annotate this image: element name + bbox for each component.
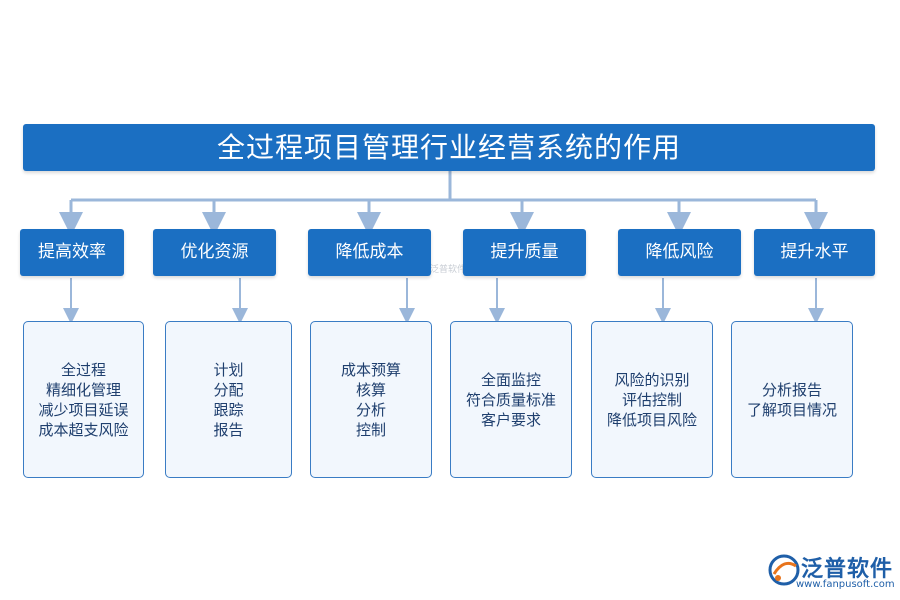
detail-item: 客户要求 bbox=[480, 410, 541, 429]
detail-card: 分析报告了解项目情况 bbox=[731, 321, 853, 478]
detail-item: 计划 bbox=[213, 360, 244, 379]
category-box: 提升水平 bbox=[754, 229, 875, 276]
category-box: 降低成本 bbox=[308, 229, 431, 276]
watermark: 泛普软件 bbox=[430, 265, 467, 275]
category-box: 优化资源 bbox=[153, 229, 276, 276]
detail-card: 计划分配跟踪报告 bbox=[165, 321, 292, 478]
logo-url: www.fanpusoft.com bbox=[796, 579, 895, 590]
detail-item: 跟踪 bbox=[213, 400, 244, 419]
detail-card: 风险的识别评估控制降低项目风险 bbox=[591, 321, 713, 478]
detail-item: 控制 bbox=[355, 420, 386, 439]
detail-card: 全过程精细化管理减少项目延误成本超支风险 bbox=[23, 321, 144, 478]
detail-card: 全面监控符合质量标准客户要求 bbox=[450, 321, 572, 478]
category-box: 降低风险 bbox=[618, 229, 741, 276]
fanpu-logo-icon bbox=[768, 554, 800, 586]
detail-item: 成本超支风险 bbox=[38, 420, 129, 439]
detail-item: 全面监控 bbox=[480, 370, 541, 389]
detail-item: 全过程 bbox=[60, 360, 106, 379]
detail-item: 分析报告 bbox=[761, 380, 822, 399]
category-box: 提升质量 bbox=[463, 229, 586, 276]
detail-item: 成本预算 bbox=[340, 360, 401, 379]
detail-item: 分析 bbox=[355, 400, 386, 419]
detail-item: 核算 bbox=[355, 380, 386, 399]
detail-item: 精细化管理 bbox=[45, 380, 121, 399]
detail-item: 符合质量标准 bbox=[465, 390, 556, 409]
detail-item: 评估控制 bbox=[621, 390, 682, 409]
detail-item: 减少项目延误 bbox=[38, 400, 129, 419]
detail-item: 报告 bbox=[213, 420, 244, 439]
detail-item: 分配 bbox=[213, 380, 244, 399]
logo-name: 泛普软件 bbox=[801, 557, 894, 582]
detail-item: 降低项目风险 bbox=[606, 410, 697, 429]
detail-card: 成本预算核算分析控制 bbox=[310, 321, 432, 478]
detail-item: 风险的识别 bbox=[614, 370, 690, 389]
detail-item: 了解项目情况 bbox=[746, 400, 837, 419]
category-box: 提高效率 bbox=[20, 229, 124, 276]
diagram-title: 全过程项目管理行业经营系统的作用 bbox=[23, 124, 875, 171]
